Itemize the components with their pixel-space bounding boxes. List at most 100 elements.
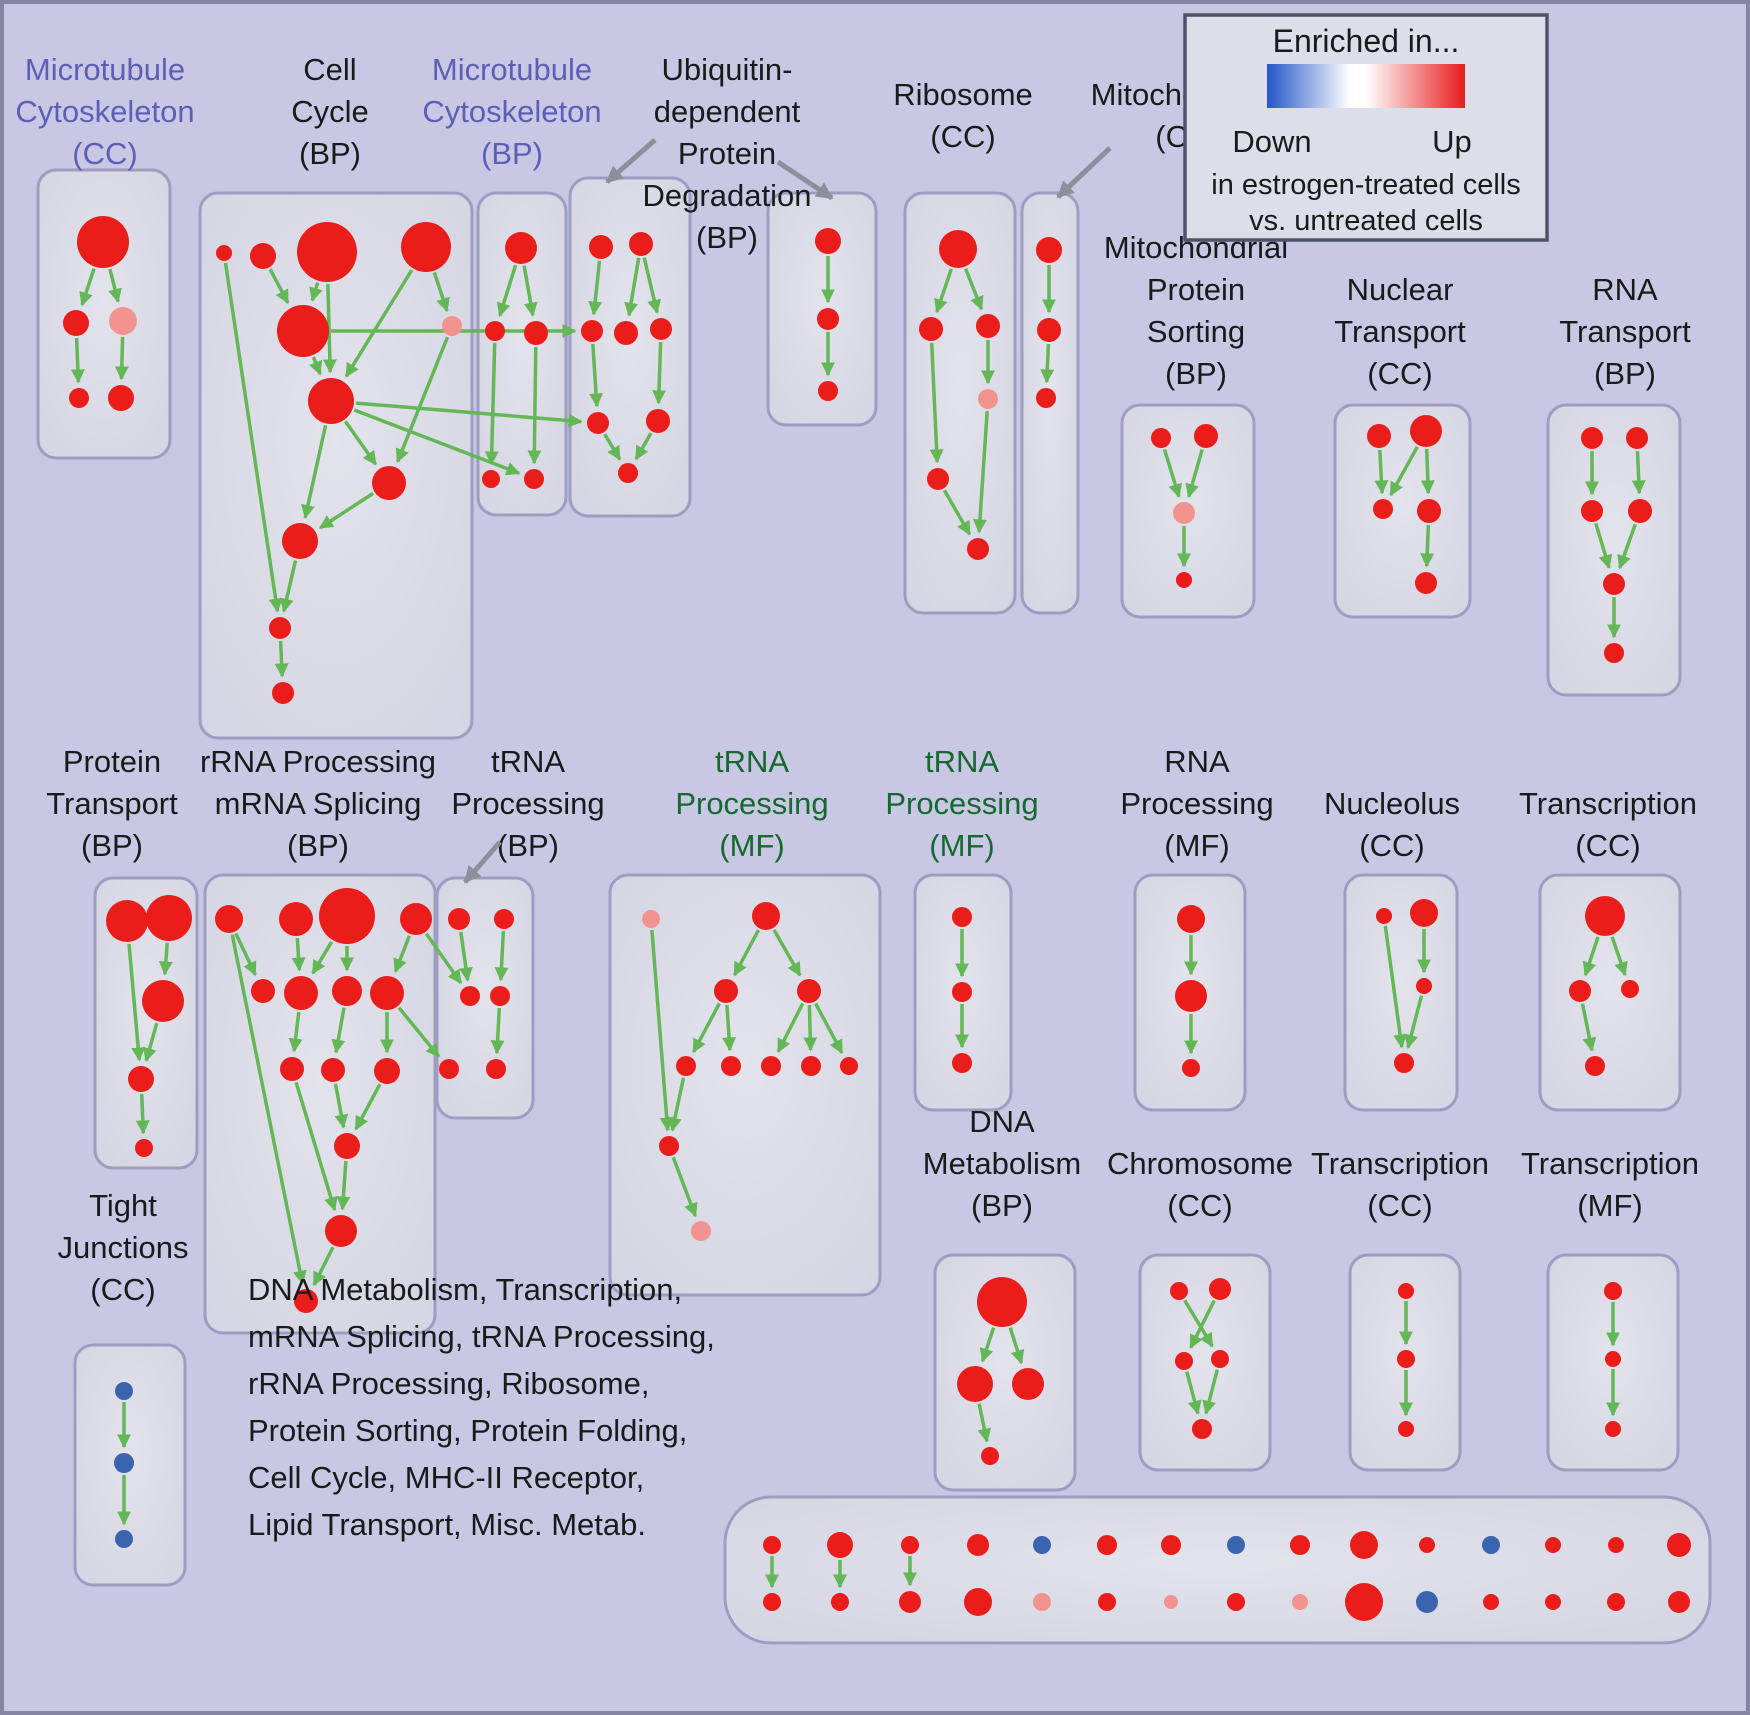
edge-arrow — [274, 640, 289, 678]
edge-arrow — [1617, 523, 1637, 570]
edge-arrow — [1420, 448, 1435, 495]
node-misc-top-6 — [1161, 1535, 1181, 1555]
node-misc-top-3 — [967, 1534, 989, 1556]
edge-arrow — [1183, 1299, 1214, 1348]
cluster-label-trna-mf-small-line-1: Processing — [885, 786, 1038, 821]
cluster-label-dna-metabolism-line-0: DNA — [969, 1104, 1035, 1139]
node-rna-transport-4 — [1603, 573, 1625, 595]
edge-arrow — [1420, 524, 1435, 568]
node-microtubule-bp-4 — [524, 469, 544, 489]
cluster-label-transcription-mf-line-0: Transcription — [1521, 1146, 1699, 1181]
edge-arrow — [1383, 925, 1408, 1049]
cluster-label-ubiquitin-a-line-4: (BP) — [696, 220, 758, 255]
cluster-label-transcription-cc-a-line-0: Transcription — [1519, 786, 1697, 821]
node-misc-bottom-4 — [1033, 1593, 1051, 1611]
cluster-box-microtubule-bp — [476, 191, 568, 517]
cluster-label-nucleolus-cc-line-0: Nucleolus — [1324, 786, 1460, 821]
node-misc-bottom-8 — [1292, 1594, 1308, 1610]
cluster-label-trna-mf-large-line-1: Processing — [675, 786, 828, 821]
edge-arrow — [527, 346, 542, 465]
legend-gradient-bar — [1267, 64, 1465, 108]
edge-arrow — [268, 268, 290, 305]
edge-arrow — [1404, 995, 1424, 1049]
node-rrna-mrna-9 — [321, 1058, 345, 1082]
node-microtubule-bp-0 — [505, 232, 537, 264]
node-misc-bottom-7 — [1227, 1593, 1245, 1611]
node-trna-mf-small-1 — [952, 982, 972, 1002]
cluster-label-trna-mf-small-line-0: tRNA — [925, 744, 999, 779]
legend-caption-line-2: vs. untreated cells — [1249, 205, 1483, 237]
node-rrna-mrna-11 — [334, 1133, 360, 1159]
node-rna-processing-mf-0 — [1177, 905, 1205, 933]
edge-arrow — [1374, 449, 1389, 495]
node-cell-cycle-0 — [216, 245, 232, 261]
node-misc-top-4 — [1033, 1536, 1051, 1554]
cluster-label-chromosome-cc-line-0: Chromosome — [1107, 1146, 1293, 1181]
cluster-label-tight-junctions-line-1: Junctions — [58, 1230, 189, 1265]
cluster-label-ubiquitin-a-line-1: dependent — [654, 94, 801, 129]
cluster-label-protein-transport-line-1: Transport — [46, 786, 178, 821]
edge-arrow — [301, 425, 328, 519]
edge-arrow — [108, 268, 122, 303]
edge-arrow — [309, 356, 323, 376]
node-misc-bottom-12 — [1545, 1594, 1561, 1610]
edge-arrow — [494, 930, 509, 982]
node-trna-bp-1 — [494, 909, 514, 929]
node-cell-cycle-3 — [401, 222, 451, 272]
node-misc-top-12 — [1545, 1537, 1561, 1553]
node-misc-bottom-1 — [831, 1593, 849, 1611]
cluster-label-nucleolus-cc-line-1: (CC) — [1359, 828, 1424, 863]
node-trna-mf-large-0 — [642, 910, 660, 928]
edge-arrow — [344, 269, 414, 378]
node-tight-junctions-1 — [114, 1453, 134, 1473]
node-misc-top-9 — [1350, 1531, 1378, 1559]
misc-cluster-caption-line-4: Cell Cycle, MHC-II Receptor, — [248, 1460, 644, 1495]
node-ribosome-cc-2 — [976, 314, 1000, 338]
misc-cluster-caption-line-0: DNA Metabolism, Transcription, — [248, 1272, 682, 1307]
edge-arrow — [972, 410, 989, 534]
node-misc-bottom-14 — [1668, 1591, 1690, 1613]
node-microtubule-bp-3 — [482, 470, 500, 488]
cluster-label-tight-junctions-line-0: Tight — [89, 1188, 157, 1223]
edge-arrow — [1202, 1369, 1219, 1415]
node-trna-mf-large-7 — [801, 1056, 821, 1076]
node-rrna-mrna-7 — [370, 976, 404, 1010]
edge-arrow — [355, 401, 583, 428]
cluster-label-transcription-cc-b-line-0: Transcription — [1311, 1146, 1489, 1181]
node-transcription-cc-a-2 — [1621, 980, 1639, 998]
edge-arrow — [1185, 1371, 1202, 1415]
node-misc-bottom-3 — [964, 1588, 992, 1616]
node-ubiquitin-a-7 — [618, 463, 638, 483]
node-trna-bp-0 — [448, 908, 470, 930]
cluster-label-trna-mf-small-line-2: (MF) — [929, 828, 994, 863]
node-protein-transport-2 — [142, 980, 184, 1022]
edge-arrow — [484, 342, 499, 466]
cluster-label-microtubule-cc-line-1: Cytoskeleton — [15, 94, 194, 129]
edge-arrow — [1594, 522, 1613, 570]
node-transcription-cc-b-0 — [1398, 1283, 1414, 1299]
edge-arrow — [603, 433, 622, 461]
edge-arrow — [142, 1022, 159, 1063]
node-misc-top-13 — [1608, 1537, 1624, 1553]
node-rna-transport-0 — [1581, 427, 1603, 449]
node-ribosome-cc-4 — [927, 468, 949, 490]
node-protein-transport-1 — [146, 895, 192, 941]
node-rrna-mrna-1 — [279, 902, 313, 936]
edge-arrow — [776, 1002, 805, 1053]
node-trna-mf-large-8 — [840, 1057, 858, 1075]
edge-arrow — [1580, 1003, 1597, 1052]
annotation-arrow-0 — [605, 138, 657, 184]
cluster-box-chromosome-cc — [1138, 1253, 1272, 1472]
cluster-label-trna-bp-line-0: tRNA — [491, 744, 565, 779]
edge-arrow — [1610, 936, 1628, 977]
cluster-box-protein-transport — [93, 876, 199, 1170]
cluster-label-rrna-mrna-line-1: mRNA Splicing — [215, 786, 422, 821]
edge-arrow — [929, 342, 944, 464]
node-transcription-mf-0 — [1604, 1282, 1622, 1300]
node-transcription-mf-1 — [1605, 1351, 1621, 1367]
edge-arrow — [624, 257, 641, 317]
edge-arrow — [291, 937, 306, 972]
node-cell-cycle-5 — [442, 316, 462, 336]
cluster-label-nuclear-transport-line-0: Nuclear — [1347, 272, 1454, 307]
